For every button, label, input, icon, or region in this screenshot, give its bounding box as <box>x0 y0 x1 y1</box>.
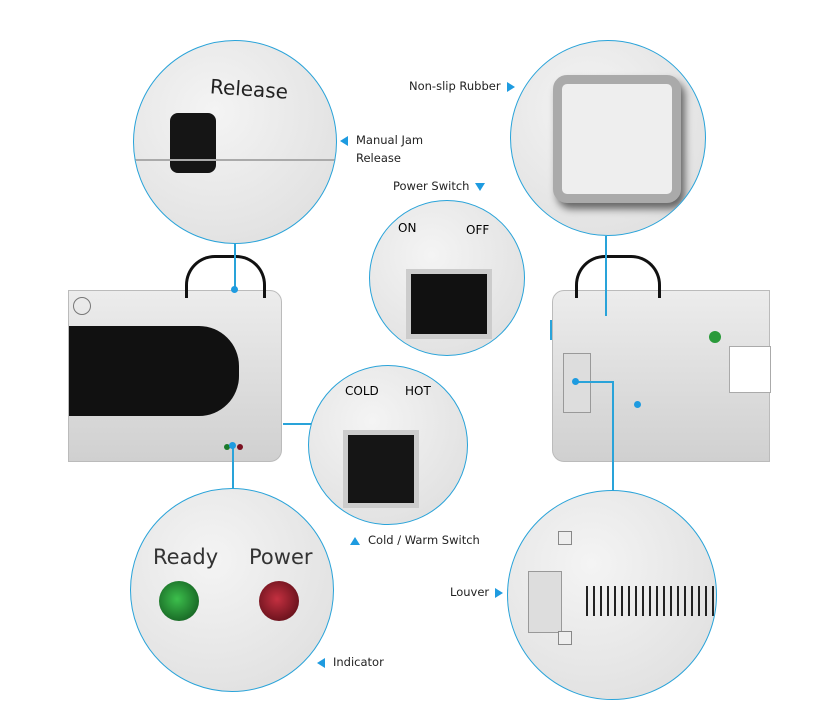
label-indicator: Indicator <box>317 653 384 671</box>
louver-vents <box>586 586 716 616</box>
label-non-slip: Non-slip Rubber <box>409 77 515 95</box>
rubber-foot <box>553 75 681 203</box>
power-text: Power <box>249 545 313 569</box>
ready-led <box>159 581 199 621</box>
arrow-left-icon <box>317 657 325 668</box>
laminator-front <box>68 290 282 462</box>
cold-warm-switch[interactable] <box>343 430 419 508</box>
green-sticker <box>709 331 721 343</box>
power-led <box>259 581 299 621</box>
arrow-right-icon <box>506 81 515 92</box>
release-text: Release <box>209 74 289 104</box>
off-text: OFF <box>466 223 490 237</box>
label-louver: Louver <box>450 583 504 601</box>
label-power-switch: Power Switch <box>393 177 486 195</box>
arrow-down-icon <box>475 182 486 191</box>
release-detail-circle: Release <box>133 40 337 244</box>
hot-text: HOT <box>405 384 431 398</box>
non-slip-detail-circle <box>510 40 706 236</box>
power-rocker-switch[interactable] <box>406 269 492 339</box>
no-hand-icon <box>73 297 91 315</box>
arrow-left-icon <box>340 135 348 146</box>
indicator-circle: Ready Power <box>130 488 334 692</box>
cold-text: COLD <box>345 384 379 398</box>
power-cord-left <box>185 255 266 298</box>
rating-label <box>729 346 771 393</box>
power-switch-circle: ON OFF <box>369 200 525 356</box>
arrow-right-icon <box>495 587 504 598</box>
louver-circle <box>507 490 717 700</box>
on-text: ON <box>398 221 417 235</box>
label-cold-warm: Cold / Warm Switch <box>350 531 480 549</box>
laminator-back <box>552 290 771 462</box>
cold-warm-circle: COLD HOT <box>308 365 468 525</box>
jam-release-lever[interactable] <box>170 113 216 173</box>
power-cord-right <box>575 255 661 298</box>
ready-led-small <box>224 444 230 450</box>
arrow-up-icon <box>350 536 360 545</box>
feed-slot <box>69 326 239 416</box>
power-led-small <box>237 444 243 450</box>
ready-text: Ready <box>153 545 219 569</box>
